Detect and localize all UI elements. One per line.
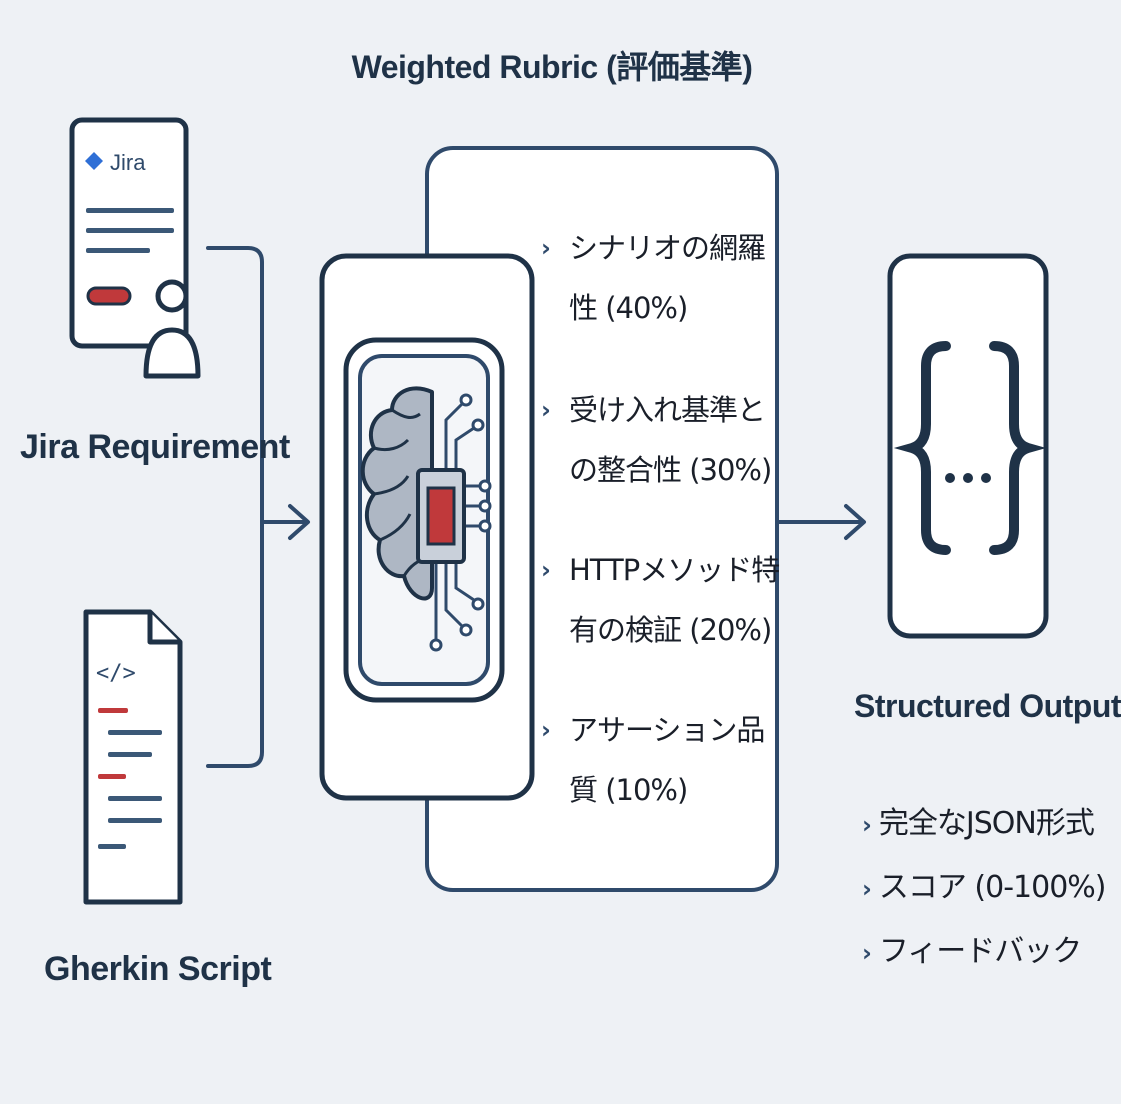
chevron-right-icon: › (862, 875, 872, 903)
jira-requirement-label: Jira Requirement (20, 428, 290, 466)
chevron-right-icon: › (541, 234, 551, 262)
chevron-right-icon: › (862, 811, 872, 839)
gherkin-script-label: Gherkin Script (44, 950, 272, 988)
chevron-right-icon: › (541, 716, 551, 744)
chevron-right-icon: › (541, 556, 551, 584)
ai-brain-chip-icon (319, 253, 535, 801)
structured-output-label: Structured Output (854, 688, 1121, 724)
rubric-item-label: アサーション品質 (10%) (569, 713, 765, 807)
rubric-item-alignment: › 受け入れ基準との整合性 (30%) (541, 380, 785, 500)
jira-card-brand: Jira (110, 150, 146, 175)
rubric-item-assertion-quality: › アサーション品質 (10%) (541, 700, 785, 820)
chevron-right-icon: › (862, 939, 872, 967)
output-item-score: ›スコア (0-100%) (862, 864, 1107, 913)
rubric-item-label: 受け入れ基準との整合性 (30%) (569, 393, 772, 487)
output-item-label: 完全なJSON形式 (878, 806, 1095, 841)
chevron-right-icon: › (541, 396, 551, 424)
rubric-item-label: シナリオの網羅性 (40%) (569, 231, 766, 325)
rubric-title: Weighted Rubric (評価基準) (351, 49, 753, 85)
output-item-label: フィードバック (878, 934, 1082, 969)
gherkin-file-icon: </> (83, 609, 183, 905)
gherkin-code-tag: </> (96, 661, 136, 686)
user-icon (143, 279, 201, 379)
rubric-item-http-validation: › HTTPメソッド特有の検証 (20%) (541, 540, 785, 660)
output-item-json: ›完全なJSON形式 (862, 800, 1095, 849)
json-braces-icon (887, 253, 1049, 639)
output-item-feedback: ›フィードバック (862, 928, 1082, 977)
rubric-item-label: HTTPメソッド特有の検証 (20%) (569, 553, 780, 647)
rubric-item-coverage: › シナリオの網羅性 (40%) (541, 218, 785, 338)
output-item-label: スコア (0-100%) (878, 870, 1107, 905)
input-connectors (206, 246, 866, 768)
